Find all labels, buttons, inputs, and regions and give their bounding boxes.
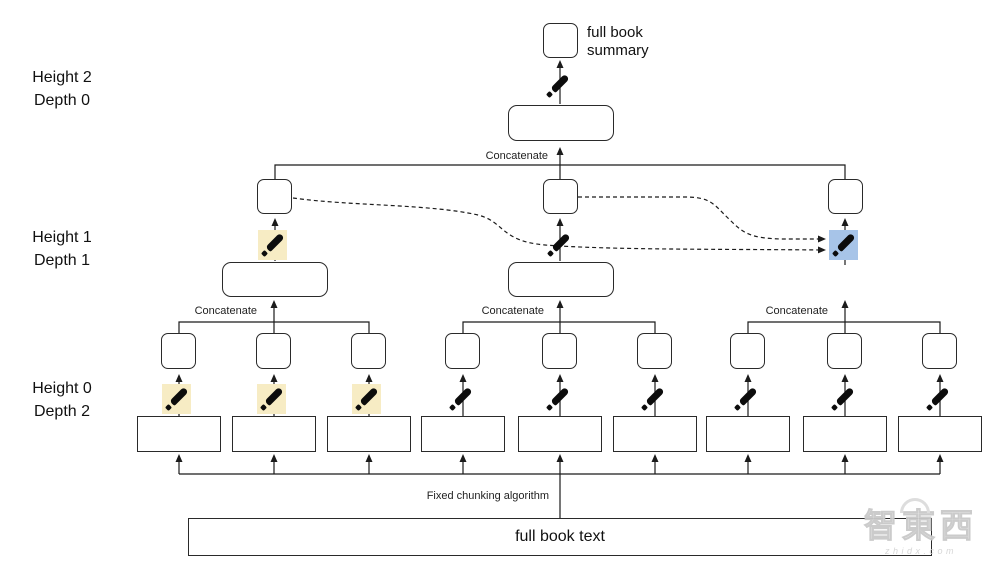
level-label-line: Height 0 (32, 380, 92, 397)
pencil-nib (545, 90, 554, 99)
concat-box-top (508, 105, 614, 141)
pencil-icon-h0-5 (544, 384, 572, 414)
summary-node-h0-9 (922, 333, 957, 369)
concatenate-label-top: Concatenate (485, 150, 548, 162)
pencil-icon-h1-right (829, 230, 858, 260)
chunk-box-7 (706, 416, 790, 452)
summary-node-h1-right (828, 179, 863, 214)
pencil-body (551, 232, 571, 253)
level-label-line: Depth 1 (33, 252, 91, 269)
level-label-height2: Height 2 Depth 0 (16, 66, 108, 112)
pencil-nib (830, 403, 839, 412)
summary-node-h1-middle (543, 179, 578, 214)
watermark-logo-text: 智東西 (864, 507, 978, 544)
pencil-icon-h0-1 (162, 384, 191, 414)
pencil-body (550, 386, 570, 407)
concatenate-label-left: Concatenate (194, 305, 257, 317)
chunk-box-4 (421, 416, 505, 452)
summary-node-h1-left (257, 179, 292, 214)
concat-box-h1-middle (508, 262, 614, 297)
summary-caption: full book summary (587, 24, 649, 59)
pencil-icon-h0-7 (732, 384, 760, 414)
summary-node-h0-8 (827, 333, 862, 369)
pencil-icon-root (544, 71, 572, 101)
level-label-height1: Height 1 Depth 1 (16, 226, 108, 272)
summary-node-h0-1 (161, 333, 196, 369)
pencil-icon-h0-8 (829, 384, 857, 414)
pencil-nib (733, 403, 742, 412)
pencil-icon-h1-left (258, 230, 287, 260)
pencil-body (738, 386, 758, 407)
pencil-body (453, 386, 473, 407)
concat-box-h1-left (222, 262, 328, 297)
watermark-domain-text: zhidx.com (884, 546, 957, 556)
chunk-box-6 (613, 416, 697, 452)
summary-node-root (543, 23, 578, 58)
summary-node-h0-2 (256, 333, 291, 369)
pencil-icon-h0-6 (639, 384, 667, 414)
pencil-body (835, 386, 855, 407)
watermark: 智東西 zhidx.com (854, 496, 988, 556)
level-label-line: Height 2 (32, 69, 92, 86)
concatenate-label-right: Concatenate (765, 305, 828, 317)
dashed-context-arrow (292, 197, 826, 254)
level-label-line: Height 1 (32, 229, 92, 246)
pencil-nib (640, 403, 649, 412)
book-caption: full book text (515, 528, 605, 545)
summary-node-h0-3 (351, 333, 386, 369)
chunk-box-1 (137, 416, 221, 452)
summary-node-h0-7 (730, 333, 765, 369)
level-label-line: Depth 2 (33, 403, 91, 420)
pencil-icon-h0-9 (924, 384, 952, 414)
full-book-text-box: full book text (188, 518, 932, 556)
level-label-line: Depth 0 (33, 92, 91, 109)
chunk-box-5 (518, 416, 602, 452)
level-label-height0: Height 0 Depth 2 (16, 377, 108, 423)
pencil-icon-h0-3 (352, 384, 381, 414)
summary-node-h0-4 (445, 333, 480, 369)
chunking-caption: Fixed chunking algorithm (426, 490, 549, 502)
summary-node-h0-5 (542, 333, 577, 369)
pencil-nib (925, 403, 934, 412)
dashed-context-arrow (578, 196, 826, 243)
chunk-box-2 (232, 416, 316, 452)
summary-node-h0-6 (637, 333, 672, 369)
chunk-box-3 (327, 416, 411, 452)
watermark-arc-icon (900, 498, 930, 513)
pencil-icon-h1-middle (545, 230, 573, 260)
chunk-box-9 (898, 416, 982, 452)
pencil-icon-h0-4 (447, 384, 475, 414)
pencil-body (645, 386, 665, 407)
chunk-box-8 (803, 416, 887, 452)
pencil-body (930, 386, 950, 407)
pencil-icon-h0-2 (257, 384, 286, 414)
pencil-nib (545, 403, 554, 412)
pencil-nib (448, 403, 457, 412)
concatenate-label-middle: Concatenate (481, 305, 544, 317)
pencil-body (550, 73, 570, 94)
pencil-nib (546, 249, 555, 258)
